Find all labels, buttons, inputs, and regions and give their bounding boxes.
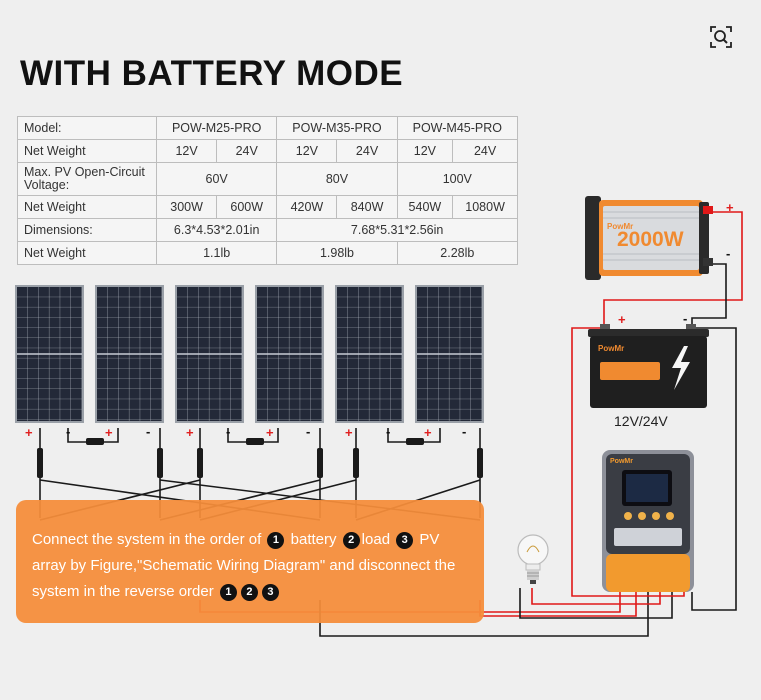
- minus-sign: -: [462, 424, 467, 439]
- table-cell: 80V: [276, 162, 398, 196]
- page-title: WITH BATTERY MODE: [20, 54, 404, 93]
- row-label: Net Weight: [17, 241, 157, 265]
- minus-sign: -: [66, 424, 71, 439]
- plus-sign: +: [266, 425, 274, 440]
- row-label: Net Weight: [17, 139, 157, 163]
- plus-sign: +: [424, 425, 432, 440]
- table-cell: 540W: [396, 195, 454, 219]
- battery-plus-sign: +: [618, 312, 626, 327]
- row-label: Max. PV Open-Circuit Voltage:: [17, 162, 157, 196]
- inverter-plus-sign: +: [726, 200, 734, 215]
- table-cell: 420W: [276, 195, 338, 219]
- table-row: Max. PV Open-Circuit Voltage: 60V 80V 10…: [17, 162, 519, 196]
- table-cell: 300W: [155, 195, 218, 219]
- row-label: Dimensions:: [17, 218, 157, 242]
- table-cell: 1.98lb: [276, 241, 398, 265]
- step-number: 3: [261, 584, 279, 601]
- instruction-battery: battery: [290, 531, 337, 548]
- table-cell: 7.68*5.31*2.56in: [276, 218, 518, 242]
- table-cell: 6.3*4.53*2.01in: [155, 218, 278, 242]
- solar-panel: [175, 285, 244, 423]
- table-cell: 12V: [396, 139, 454, 163]
- plus-sign: +: [345, 425, 353, 440]
- table-cell: 12V: [155, 139, 218, 163]
- instruction-part2: PV array by Figure,"Schematic Wiring Dia…: [32, 531, 456, 600]
- model-header: POW-M45-PRO: [396, 116, 519, 140]
- inverter: PowMr 2000W: [585, 196, 715, 280]
- table-cell: 1.1lb: [155, 241, 278, 265]
- step-number: 2: [240, 584, 258, 601]
- table-cell: 60V: [155, 162, 278, 196]
- inverter-rating: 2000W: [617, 228, 684, 251]
- step-number: 1: [267, 532, 285, 549]
- step-number: 2: [342, 532, 360, 549]
- table-row: Net Weight 1.1lb 1.98lb 2.28lb: [17, 241, 519, 265]
- solar-panel: [15, 285, 84, 423]
- controller-brand: PowMr: [610, 458, 633, 465]
- table-header-row: Model: POW-M25-PRO POW-M35-PRO POW-M45-P…: [17, 116, 519, 140]
- row-label: Net Weight: [17, 195, 157, 219]
- instruction-box: [16, 500, 484, 623]
- minus-sign: -: [386, 424, 391, 439]
- minus-sign: -: [306, 424, 311, 439]
- solar-panel: [335, 285, 404, 423]
- solar-panel: [95, 285, 164, 423]
- solar-panel: [415, 285, 484, 423]
- table-cell: 100V: [396, 162, 519, 196]
- instruction-load: load: [361, 531, 391, 548]
- table-cell: 24V: [336, 139, 398, 163]
- minus-sign: -: [146, 424, 151, 439]
- plus-sign: +: [25, 425, 33, 440]
- instruction-part1: Connect the system in the order of: [32, 531, 262, 548]
- step-number: 1: [219, 584, 237, 601]
- minus-sign: -: [226, 424, 231, 439]
- table-row: Dimensions: 6.3*4.53*2.01in 7.68*5.31*2.…: [17, 218, 518, 242]
- table-cell: 2.28lb: [396, 241, 519, 265]
- battery-voltage-label: 12V/24V: [614, 413, 668, 429]
- bulb-icon: [514, 532, 552, 590]
- table-cell: 840W: [336, 195, 398, 219]
- table-cell: 600W: [216, 195, 278, 219]
- plus-sign: +: [105, 425, 113, 440]
- instruction-text: Connect the system in the order of 1 bat…: [32, 527, 476, 605]
- battery-brand: PowMr: [598, 344, 625, 353]
- battery: PowMr: [586, 322, 711, 410]
- charge-controller: PowMr: [600, 448, 696, 594]
- table-row: Net Weight 12V 24V 12V 24V 12V 24V: [17, 139, 518, 163]
- table-row: Net Weight 300W 600W 420W 840W 540W 1080…: [17, 195, 518, 219]
- step-number: 3: [396, 532, 414, 549]
- table-cell: 12V: [276, 139, 338, 163]
- spec-table: Model: POW-M25-PRO POW-M35-PRO POW-M45-P…: [17, 116, 519, 265]
- table-cell: 1080W: [452, 195, 518, 219]
- inverter-brand: PowMr: [607, 222, 634, 231]
- model-header: POW-M35-PRO: [276, 116, 398, 140]
- table-header-label: Model:: [17, 116, 157, 140]
- solar-panel: [255, 285, 324, 423]
- table-cell: 24V: [216, 139, 278, 163]
- zoom-icon[interactable]: [708, 24, 734, 50]
- inverter-minus-sign: -: [726, 246, 731, 261]
- table-cell: 24V: [452, 139, 518, 163]
- plus-sign: +: [186, 425, 194, 440]
- battery-minus-sign: -: [683, 311, 688, 326]
- model-header: POW-M25-PRO: [155, 116, 278, 140]
